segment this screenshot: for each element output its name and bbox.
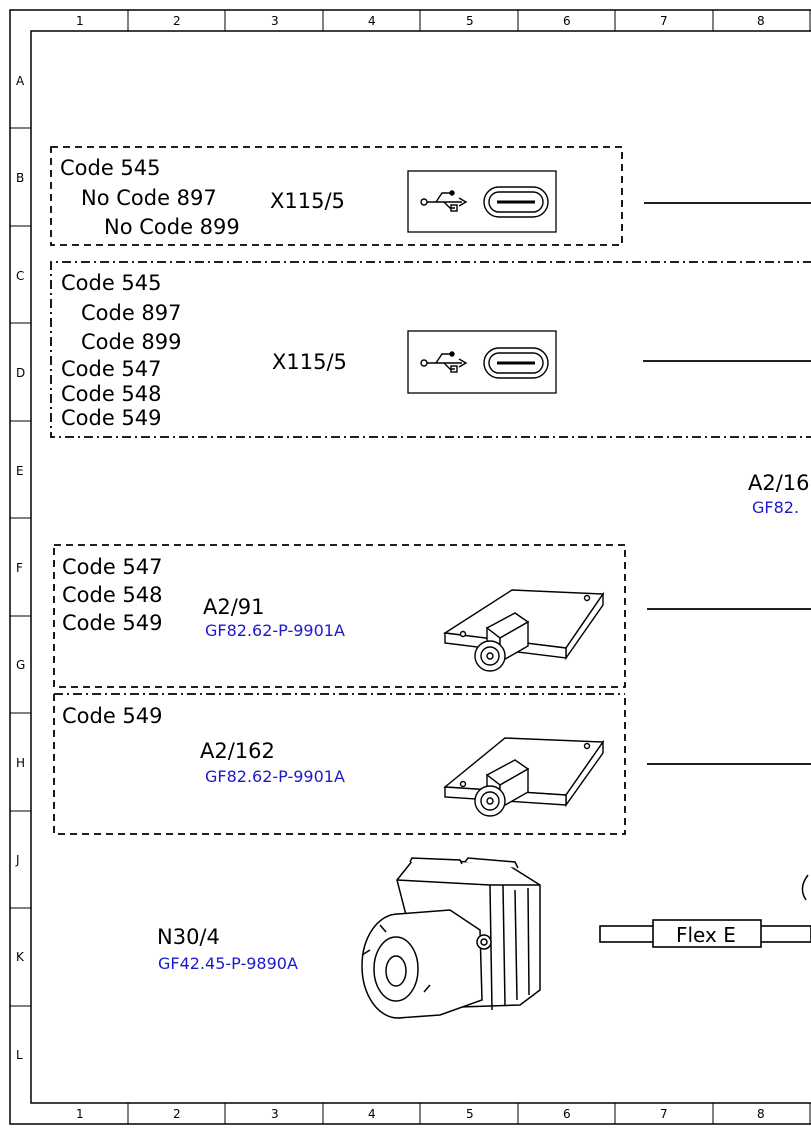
col-label: 1: [76, 14, 84, 28]
usb-c-connector-icon-b: [407, 170, 557, 233]
code-label: No Code 899: [104, 215, 240, 239]
connector-label: X115/5: [272, 350, 347, 374]
col-label: 6: [563, 1107, 571, 1121]
code-label: Code 545: [61, 271, 162, 295]
row-label: D: [16, 366, 26, 380]
col-label: 8: [757, 1107, 765, 1121]
component-label-partial: A2/16: [748, 471, 810, 495]
col-label: 1: [76, 1107, 84, 1121]
code-label: Code 547: [62, 555, 163, 579]
col-label: 4: [368, 1107, 376, 1121]
antenna-module-icon-h: [443, 737, 605, 817]
antenna-module-icon-fg: [442, 589, 605, 672]
code-label: Code 897: [81, 301, 182, 325]
reference-link[interactable]: GF82.62-P-9901A: [205, 767, 345, 786]
col-label: 2: [173, 14, 181, 28]
code-label: No Code 897: [81, 186, 217, 210]
row-label: B: [16, 171, 25, 185]
connector-label: X115/5: [270, 189, 345, 213]
reference-link[interactable]: GF82.62-P-9901A: [205, 621, 345, 640]
group-fg-box: [53, 544, 626, 688]
col-label: 3: [271, 1107, 279, 1121]
col-label: 2: [173, 1107, 181, 1121]
code-label: Code 549: [62, 611, 163, 635]
code-label: Code 899: [81, 330, 182, 354]
row-label: F: [16, 561, 23, 575]
component-label: A2/162: [200, 739, 275, 763]
row-label: H: [16, 756, 26, 770]
col-label: 5: [466, 14, 474, 28]
col-label: 8: [757, 14, 765, 28]
hydraulic-unit-icon: [361, 857, 541, 1019]
flex-e-connector: [599, 919, 811, 948]
code-label: Code 548: [61, 382, 162, 406]
inner-border: [30, 30, 811, 1104]
col-label: 6: [563, 14, 571, 28]
col-label: 7: [660, 1107, 668, 1121]
group-h-box-sides: [53, 694, 626, 835]
row-label: E: [16, 464, 24, 478]
group-cd-box: [50, 261, 811, 438]
row-label: G: [16, 658, 26, 672]
component-label: A2/91: [203, 595, 265, 619]
col-label: 3: [271, 14, 279, 28]
flex-e-label: Flex E: [676, 923, 736, 947]
col-label: 5: [466, 1107, 474, 1121]
code-label: Code 549: [61, 406, 162, 430]
row-label: L: [16, 1048, 23, 1062]
code-label: Code 548: [62, 583, 163, 607]
connection-lines: [643, 202, 811, 765]
component-label: N30/4: [157, 925, 220, 949]
row-label: J: [16, 853, 20, 867]
row-ticks: [10, 127, 31, 1007]
code-label: Code 545: [60, 156, 161, 180]
reference-link[interactable]: GF42.45-P-9890A: [158, 954, 298, 973]
code-label: Code 549: [62, 704, 163, 728]
col-label: 4: [368, 14, 376, 28]
usb-c-connector-icon-d: [407, 330, 557, 394]
row-label: K: [16, 950, 24, 964]
column-ticks: [127, 10, 811, 1124]
reference-link-partial[interactable]: GF82.: [752, 498, 800, 517]
row-label: C: [16, 269, 25, 283]
partial-curve: [801, 874, 809, 901]
code-label: Code 547: [61, 357, 162, 381]
col-label: 7: [660, 14, 668, 28]
group-b-box: [50, 146, 623, 246]
row-label: A: [16, 74, 25, 88]
